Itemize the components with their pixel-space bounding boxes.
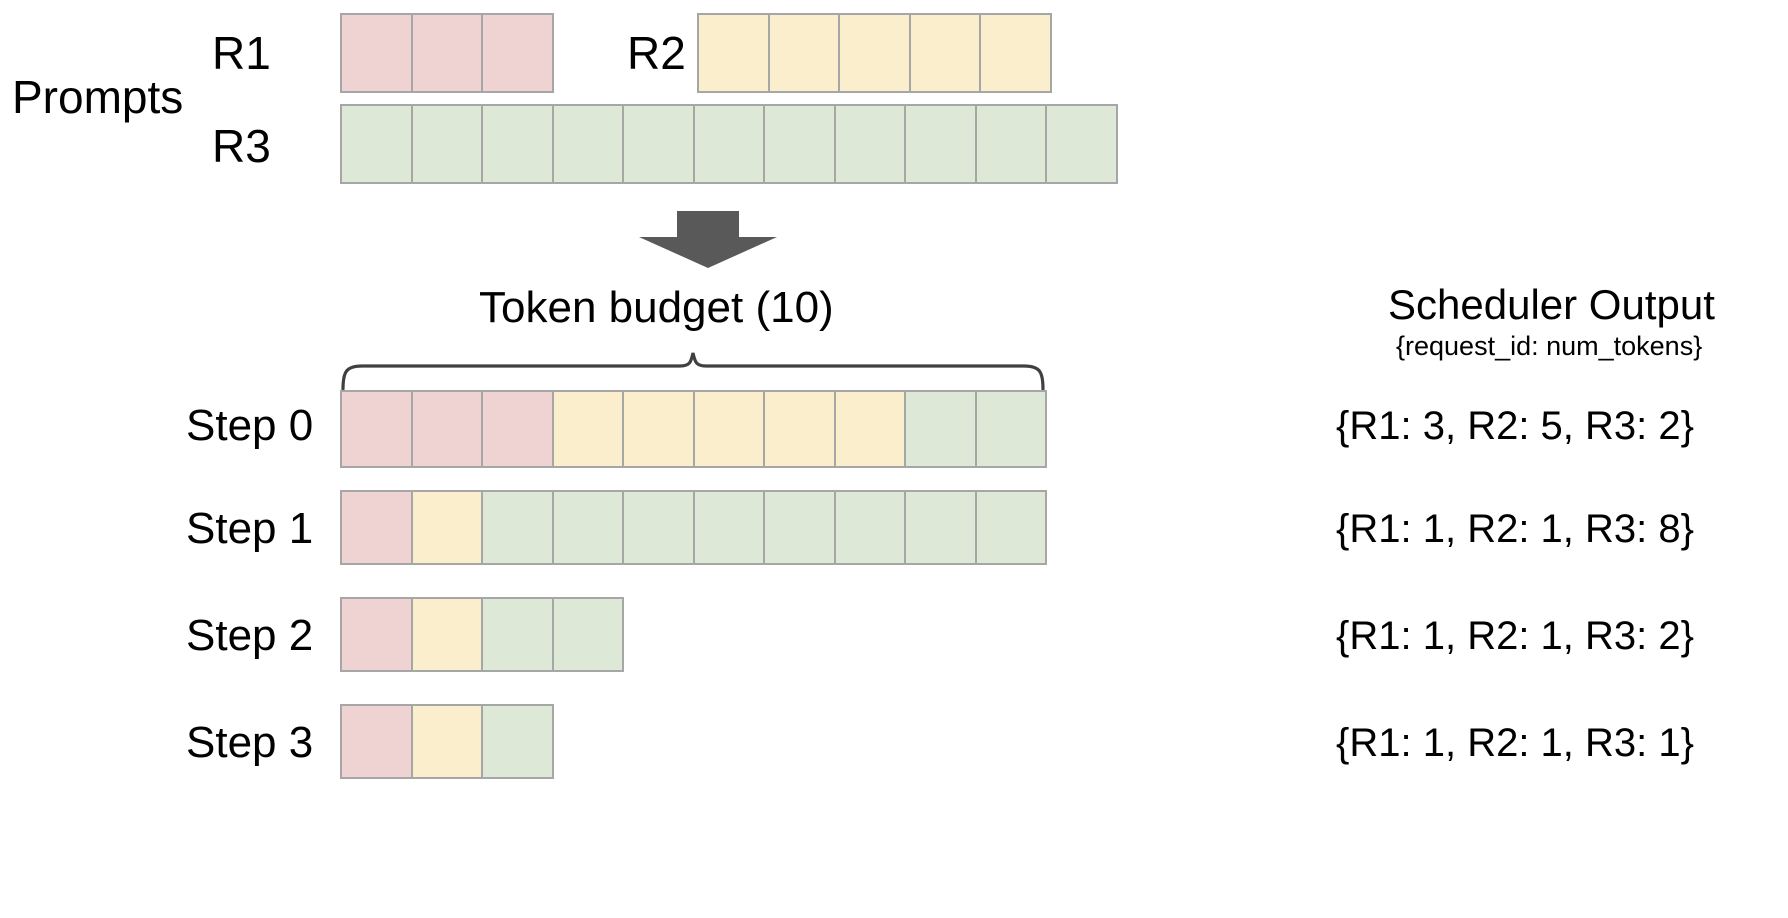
token-cell-r3 xyxy=(833,104,906,184)
token-cell-r1 xyxy=(340,13,413,93)
token-cell-r2 xyxy=(410,597,483,672)
token-cell-r2 xyxy=(551,390,624,468)
token-cell-r3 xyxy=(692,104,765,184)
step-row-0 xyxy=(340,390,1047,468)
step-label-0: Step 0 xyxy=(186,401,314,450)
token-cell-r3 xyxy=(904,104,977,184)
token-cell-r3 xyxy=(833,490,906,565)
step-row-2 xyxy=(340,597,624,672)
token-cell-r3 xyxy=(763,490,836,565)
token-cell-r2 xyxy=(838,13,911,93)
token-cell-r3 xyxy=(974,490,1047,565)
token-cell-r3 xyxy=(481,597,554,672)
step-row-3 xyxy=(340,704,554,779)
scheduler-output-subtitle: {request_id: num_tokens} xyxy=(1396,331,1703,361)
token-cell-r2 xyxy=(622,390,695,468)
scheduler-output-1: {R1: 1, R2: 1, R3: 8} xyxy=(1336,507,1694,551)
token-cell-r3 xyxy=(622,490,695,565)
token-cell-r1 xyxy=(481,13,554,93)
curly-brace-icon xyxy=(340,352,1046,391)
token-cell-r3 xyxy=(551,597,624,672)
prompt-row-r3 xyxy=(340,104,1118,184)
token-cell-r2 xyxy=(410,490,483,565)
token-cell-r1 xyxy=(340,490,413,565)
token-cell-r3 xyxy=(410,104,483,184)
token-cell-r2 xyxy=(908,13,981,93)
token-cell-r3 xyxy=(622,104,695,184)
token-cell-r3 xyxy=(974,390,1047,468)
token-cell-r3 xyxy=(340,104,413,184)
token-cell-r3 xyxy=(481,490,554,565)
token-cell-r3 xyxy=(481,704,554,779)
scheduler-output-3: {R1: 1, R2: 1, R3: 1} xyxy=(1336,721,1694,765)
token-cell-r2 xyxy=(767,13,840,93)
token-cell-r3 xyxy=(763,104,836,184)
token-cell-r1 xyxy=(410,13,483,93)
token-cell-r2 xyxy=(410,704,483,779)
scheduler-output-title: Scheduler Output xyxy=(1388,281,1715,328)
prompt-row-r2 xyxy=(697,13,1052,93)
token-cell-r3 xyxy=(904,490,977,565)
step-label-3: Step 3 xyxy=(186,718,314,767)
token-cell-r3 xyxy=(1045,104,1118,184)
scheduler-output-2: {R1: 1, R2: 1, R3: 2} xyxy=(1336,614,1694,658)
token-cell-r2 xyxy=(763,390,836,468)
step-label-2: Step 2 xyxy=(186,611,314,660)
token-cell-r1 xyxy=(481,390,554,468)
prompt-label-r1: R1 xyxy=(212,27,271,79)
token-cell-r3 xyxy=(904,390,977,468)
token-cell-r3 xyxy=(551,104,624,184)
prompt-label-r3: R3 xyxy=(212,120,271,172)
step-row-1 xyxy=(340,490,1047,565)
token-cell-r3 xyxy=(551,490,624,565)
token-cell-r2 xyxy=(697,13,770,93)
token-budget-title: Token budget (10) xyxy=(479,283,834,332)
prompts-section-label: Prompts xyxy=(12,71,184,123)
token-cell-r1 xyxy=(340,597,413,672)
token-cell-r1 xyxy=(340,390,413,468)
token-cell-r3 xyxy=(481,104,554,184)
token-cell-r3 xyxy=(692,490,765,565)
token-cell-r2 xyxy=(692,390,765,468)
scheduler-output-0: {R1: 3, R2: 5, R3: 2} xyxy=(1336,404,1694,448)
step-label-1: Step 1 xyxy=(186,504,314,553)
prompt-label-r2: R2 xyxy=(627,27,686,79)
token-cell-r1 xyxy=(340,704,413,779)
prompt-row-r1 xyxy=(340,13,554,93)
down-arrow-icon xyxy=(639,211,777,268)
token-cell-r1 xyxy=(410,390,483,468)
token-cell-r2 xyxy=(833,390,906,468)
token-cell-r3 xyxy=(974,104,1047,184)
token-cell-r2 xyxy=(979,13,1052,93)
